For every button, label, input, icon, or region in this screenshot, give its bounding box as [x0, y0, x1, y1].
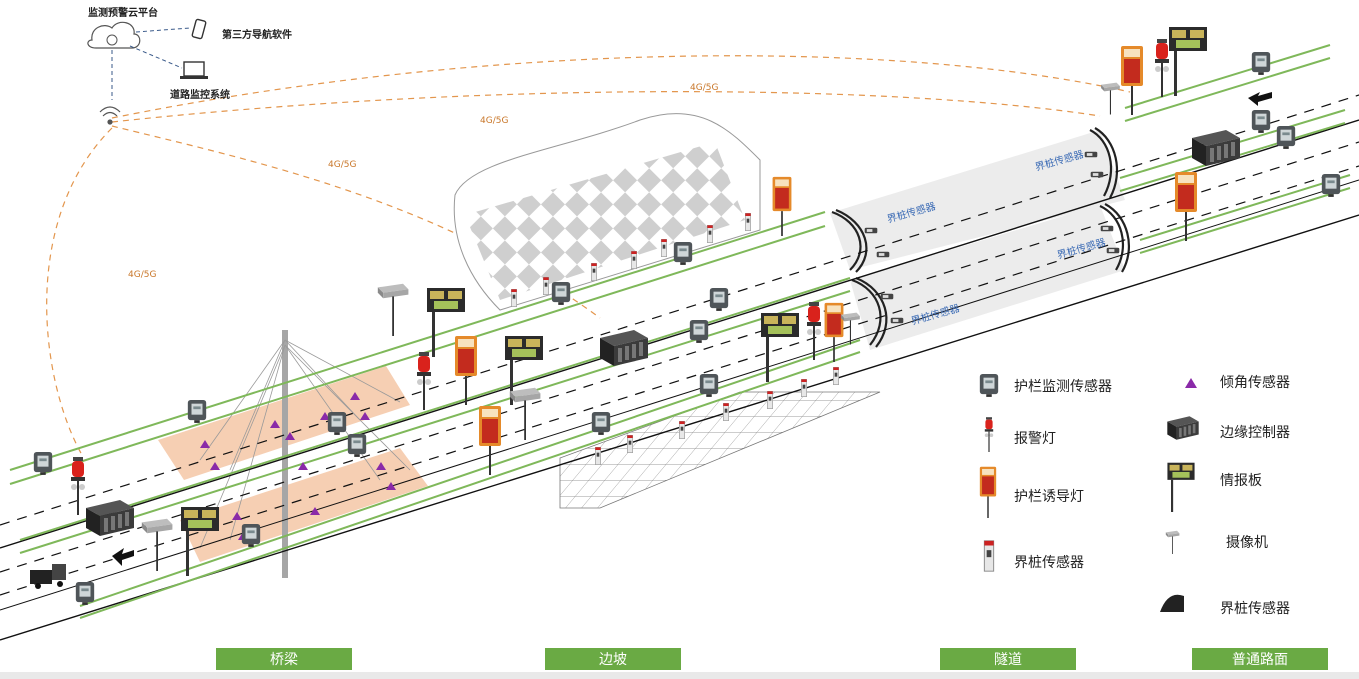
phone-icon [191, 18, 207, 40]
laptop-label: 道路监控系统 [170, 90, 230, 101]
network-links [46, 55, 1131, 456]
wifi-icon [99, 106, 121, 125]
laptop-icon [180, 61, 208, 79]
cloud-platform-label: 监测预警云平台 [88, 8, 158, 19]
bridge-pylon [199, 330, 411, 578]
legend-tunnel-boundary-sensor: 界桩传感器 [1220, 598, 1290, 618]
network-label: 4G/5G [690, 83, 719, 93]
tunnel-tubes [830, 127, 1130, 350]
legend-guardrail-sensor: 护栏监测传感器 [1014, 376, 1112, 396]
legend-label: 界桩传感器 [1014, 555, 1084, 571]
phone-label: 第三方导航软件 [222, 30, 292, 41]
legend-label: 护栏诱导灯 [1014, 489, 1084, 505]
legend-label: 报警灯 [1014, 431, 1056, 447]
network-label: 4G/5G [480, 116, 509, 126]
slope-protection-pattern [465, 142, 745, 300]
network-label: 4G/5G [128, 270, 157, 280]
legend-label: 情报板 [1220, 473, 1262, 489]
section-tunnel: 隧道 [940, 648, 1076, 670]
platform-links [111, 27, 191, 100]
legend-info-board: 情报板 [1220, 470, 1262, 490]
section-bridge: 桥梁 [216, 648, 352, 670]
section-normal-road: 普通路面 [1192, 648, 1328, 670]
legend-camera: 摄像机 [1226, 532, 1268, 552]
legend-edge-controller: 边缘控制器 [1220, 422, 1290, 442]
legend-guide-light: 护栏诱导灯 [1014, 486, 1084, 506]
legend-label: 倾角传感器 [1220, 375, 1290, 391]
direction-arrows [112, 92, 1272, 566]
truck [30, 564, 66, 589]
bottom-divider [0, 672, 1359, 679]
legend-boundary-post-sensor: 界桩传感器 [1014, 552, 1084, 572]
lane-dashes [0, 94, 1359, 596]
legend-alarm-light: 报警灯 [1014, 428, 1056, 448]
network-label: 4G/5G [328, 160, 357, 170]
legend-tilt-sensor: 倾角传感器 [1220, 372, 1290, 392]
legend-label: 摄像机 [1226, 535, 1268, 551]
legend-icons [979, 374, 1199, 612]
cloud-platform-icon [87, 21, 141, 49]
legend-label: 护栏监测传感器 [1014, 379, 1112, 395]
legend-label: 界桩传感器 [1220, 601, 1290, 617]
section-slope: 边坡 [545, 648, 681, 670]
legend-label: 边缘控制器 [1220, 425, 1290, 441]
